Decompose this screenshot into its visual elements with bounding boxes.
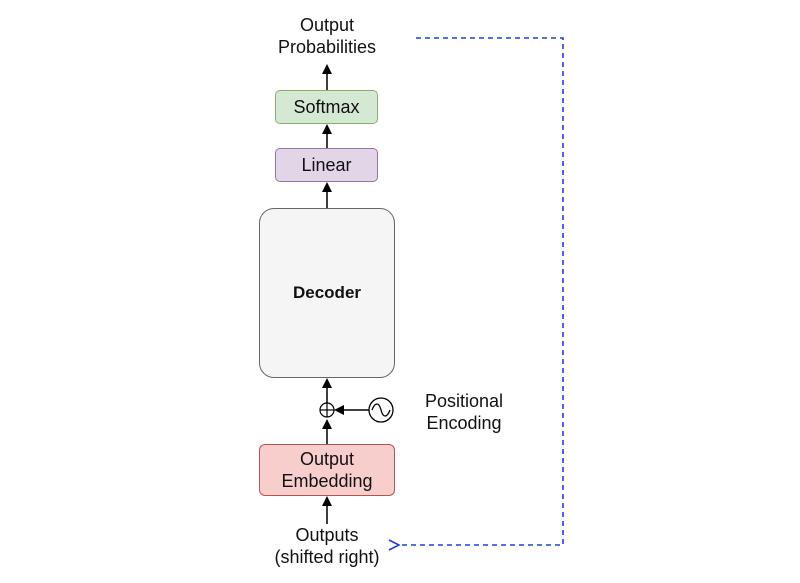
softmax-block: Softmax [275,90,378,124]
positional-encoding-label: Positional Encoding [404,390,524,434]
decoder-label: Decoder [292,283,362,302]
sine-wave-icon [368,397,394,423]
positional-encoding-text: Positional Encoding [424,391,504,433]
output-probabilities-label: Output Probabilities [267,14,387,58]
linear-label: Linear [301,155,352,175]
outputs-text: Outputs (shifted right) [274,525,380,567]
outputs-label: Outputs (shifted right) [257,524,397,568]
decoder-block: Decoder [259,208,395,378]
softmax-label: Softmax [293,97,360,117]
output-embedding-label: Output Embedding [281,449,373,491]
feedback-dashed-arrow [399,37,564,545]
output-probabilities-text: Output Probabilities [277,15,377,57]
linear-block: Linear [275,148,378,182]
output-embedding-block: Output Embedding [259,444,395,496]
add-operator-icon [319,402,335,418]
